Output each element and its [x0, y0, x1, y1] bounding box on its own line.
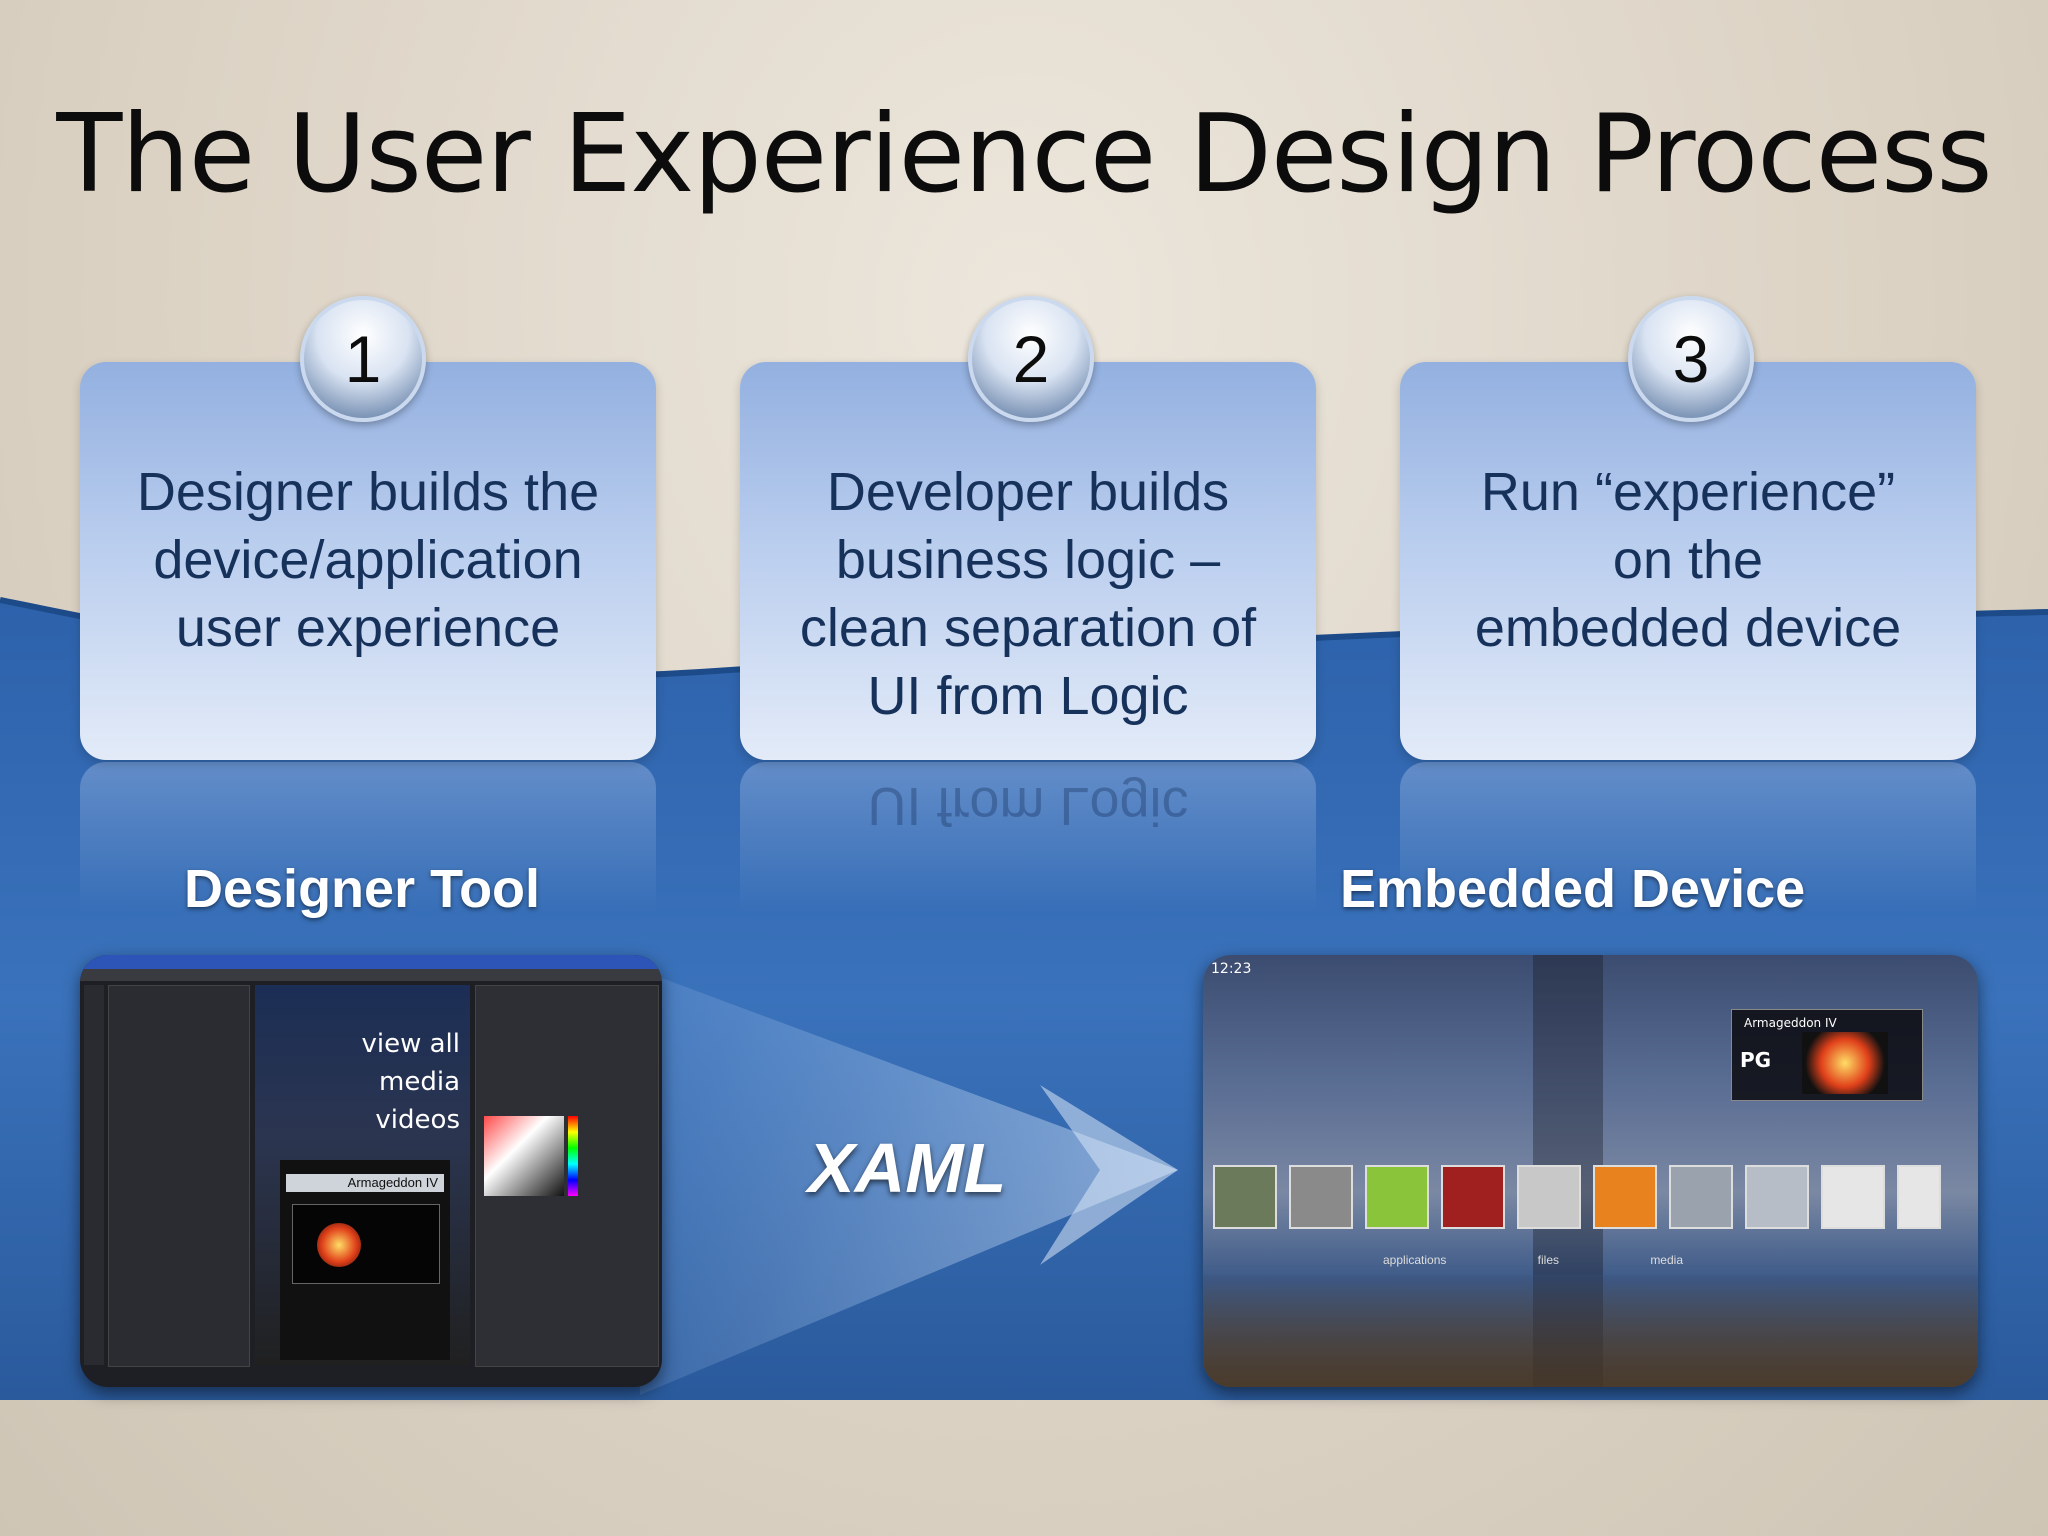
- hue-slider: [568, 1116, 578, 1196]
- step-3-line: embedded device: [1474, 598, 1902, 658]
- toolbox-panel: [84, 985, 104, 1365]
- carousel-tile[interactable]: [1517, 1165, 1581, 1229]
- preview-caption: Armageddon IV: [286, 1174, 444, 1192]
- carousel-tile[interactable]: [1821, 1165, 1885, 1229]
- card-3-reflection: [1400, 762, 1976, 912]
- step-2-line: business logic –: [835, 530, 1221, 590]
- menu-item-view-all: view all: [361, 1029, 460, 1059]
- step-card-3: Run “experience” on the embedded device: [1400, 362, 1976, 760]
- step-2-line: clean separation of: [799, 598, 1257, 658]
- step-number: 2: [1012, 322, 1050, 396]
- carousel-tile[interactable]: [1669, 1165, 1733, 1229]
- designer-tool-label: Designer Tool: [184, 859, 541, 919]
- color-picker: [484, 1116, 564, 1196]
- designer-tool-screenshot: view all media videos Armageddon IV: [80, 955, 662, 1387]
- nav-media[interactable]: media: [1650, 1253, 1683, 1267]
- carousel-tile[interactable]: [1365, 1165, 1429, 1229]
- nav-files[interactable]: files: [1537, 1253, 1560, 1267]
- movie-thumbnail: [292, 1204, 440, 1284]
- step-badge-2: 2: [968, 296, 1094, 422]
- landscape-ground: [1203, 1275, 1978, 1387]
- device-nav-bar: applications files media: [1383, 1253, 1683, 1273]
- carousel-tile[interactable]: [1745, 1165, 1809, 1229]
- step-number: 3: [1672, 322, 1710, 396]
- step-card-1: Designer builds the device/application u…: [80, 362, 656, 760]
- carousel-tile[interactable]: [1897, 1165, 1941, 1229]
- slide-title: The User Experience Design Process: [56, 92, 1992, 217]
- step-3-line: on the: [1612, 530, 1764, 590]
- xaml-arrow-label: XAML: [808, 1129, 1007, 1207]
- fireball-thumbnail: [1802, 1032, 1888, 1094]
- menu-item-media: media: [379, 1067, 460, 1097]
- media-title: Armageddon IV: [1744, 1016, 1837, 1030]
- preview-panel: Armageddon IV: [280, 1160, 450, 1360]
- step-1-line: user experience: [175, 598, 561, 658]
- reflection-line: clean separation of: [760, 762, 1296, 772]
- carousel-tile[interactable]: [1593, 1165, 1657, 1229]
- card-1-reflection: [80, 762, 656, 912]
- reflection-line: UI from Logic: [867, 776, 1189, 836]
- embedded-device-label: Embedded Device: [1340, 859, 1806, 919]
- nav-applications[interactable]: applications: [1383, 1253, 1447, 1267]
- carousel-tile[interactable]: [1441, 1165, 1505, 1229]
- menu-bar: [80, 969, 662, 981]
- app-carousel: [1203, 1165, 1978, 1229]
- artboard: view all media videos Armageddon IV: [255, 985, 470, 1365]
- media-info-panel: Armageddon IV PG: [1731, 1009, 1923, 1101]
- properties-panel: [475, 985, 659, 1367]
- step-2-line: Developer builds: [826, 462, 1230, 522]
- step-2-text: Developer builds business logic – clean …: [760, 458, 1296, 730]
- carousel-tile[interactable]: [1289, 1165, 1353, 1229]
- step-2-line: UI from Logic: [867, 666, 1189, 726]
- carousel-tile[interactable]: [1213, 1165, 1277, 1229]
- card-2-reflection: UI from Logic clean separation of: [740, 762, 1316, 912]
- rating-badge: PG: [1740, 1048, 1772, 1072]
- objects-panel: [108, 985, 250, 1367]
- device-clock: 12:23: [1211, 961, 1252, 977]
- step-number: 1: [344, 322, 382, 396]
- step-1-line: device/application: [153, 530, 583, 590]
- step-3-line: Run “experience”: [1480, 462, 1896, 522]
- step-1-text: Designer builds the device/application u…: [100, 458, 636, 662]
- step-3-text: Run “experience” on the embedded device: [1420, 458, 1956, 662]
- step-1-line: Designer builds the: [136, 462, 600, 522]
- fireball-icon: [317, 1223, 361, 1267]
- window-title-bar: [80, 955, 662, 969]
- embedded-device-screenshot: 12:23 Armageddon IV PG applications file…: [1203, 955, 1978, 1387]
- menu-item-videos: videos: [375, 1105, 460, 1135]
- step-badge-3: 3: [1628, 296, 1754, 422]
- step-card-2: Developer builds business logic – clean …: [740, 362, 1316, 760]
- step-badge-1: 1: [300, 296, 426, 422]
